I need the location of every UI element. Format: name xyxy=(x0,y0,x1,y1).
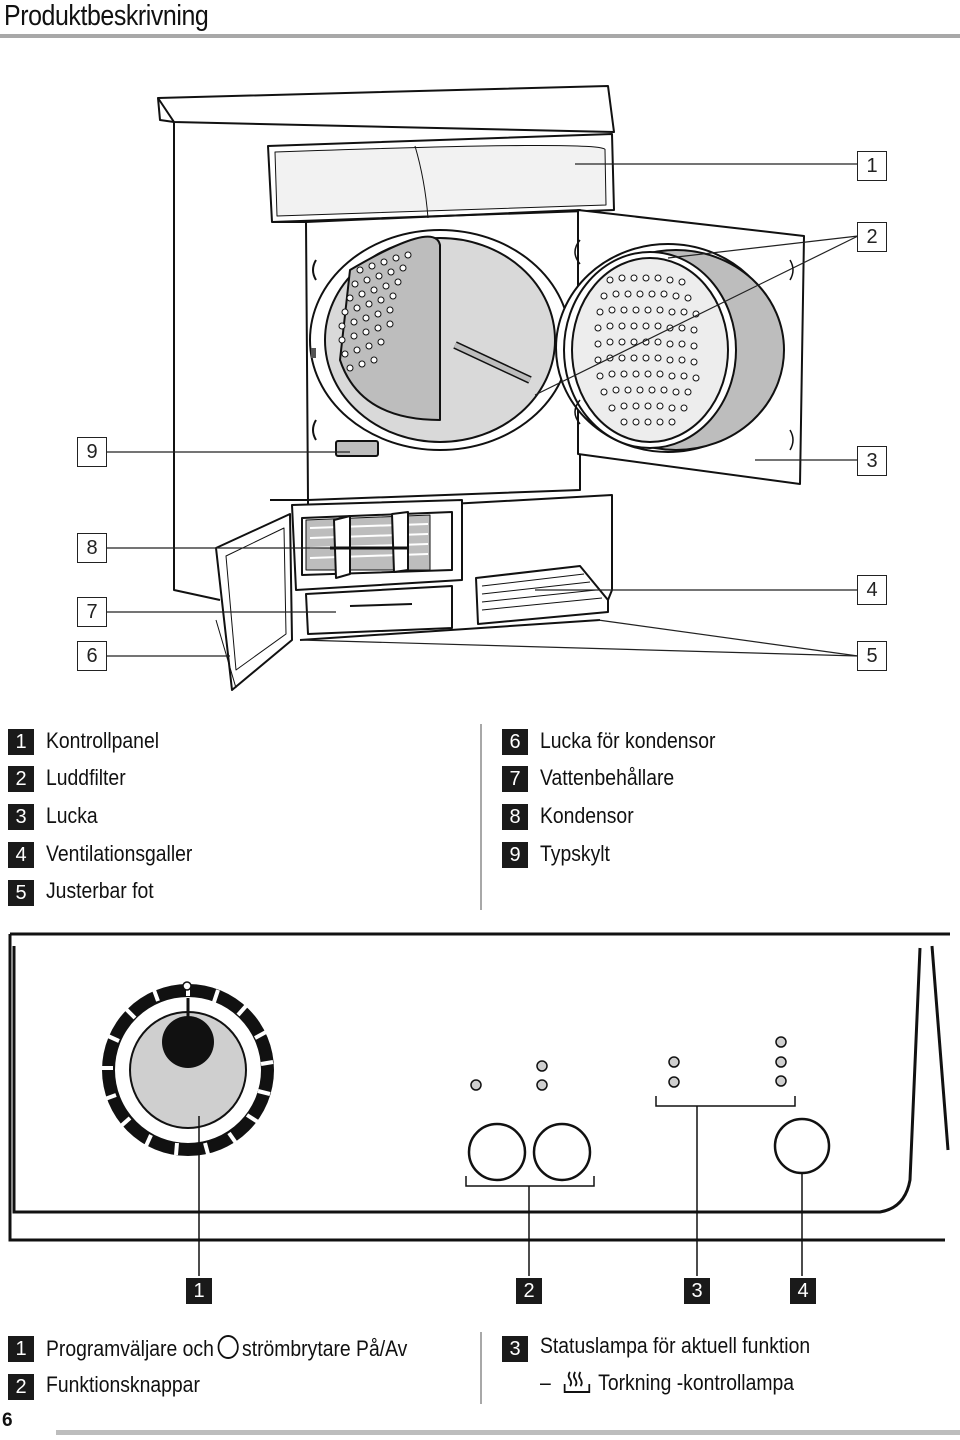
callout-8: 8 xyxy=(77,533,107,563)
legend-label: Typskylt xyxy=(540,841,610,866)
legend-badge: 2 xyxy=(8,766,34,792)
control-panel-illustration xyxy=(8,932,950,1276)
legend-divider xyxy=(480,1332,482,1404)
legend-badge: 7 xyxy=(502,766,528,792)
callout-9: 9 xyxy=(77,437,107,467)
legend-badge: 1 xyxy=(8,729,34,755)
legend-label: Kontrollpanel xyxy=(46,728,160,753)
callout-4: 4 xyxy=(857,575,887,605)
legend-label: Ventilationsgaller xyxy=(46,841,193,866)
legend-badge: 3 xyxy=(502,1336,528,1362)
legend-badge: 9 xyxy=(502,842,528,868)
callout-2: 2 xyxy=(857,222,887,252)
callout-1: 1 xyxy=(857,151,887,181)
panel-callout-2: 2 xyxy=(516,1278,542,1304)
legend-label: Statuslampa för aktuell funktion xyxy=(540,1333,811,1358)
legend-label: Luddfilter xyxy=(46,765,126,790)
legend-label: Vattenbehållare xyxy=(540,765,675,790)
panel-callout-4: 4 xyxy=(790,1278,816,1304)
dash: – xyxy=(540,1370,551,1395)
legend-divider xyxy=(480,724,482,910)
dryer-illustration xyxy=(105,85,859,691)
legend-label-part: Programväljare och xyxy=(46,1336,214,1361)
legend-badge: 4 xyxy=(8,842,34,868)
legend-label: Lucka för kondensor xyxy=(540,728,716,753)
legend-label: Lucka xyxy=(46,803,98,828)
legend-label: Funktionsknappar xyxy=(46,1372,200,1397)
power-circle-icon xyxy=(217,1335,239,1359)
panel-callout-3: 3 xyxy=(684,1278,710,1304)
callout-6: 6 xyxy=(77,641,107,671)
legend-badge: 6 xyxy=(502,729,528,755)
legend-label-part: Torkning -kontrollampa xyxy=(598,1370,795,1395)
page-title: Produktbeskrivning xyxy=(4,0,209,32)
legend-badge: 8 xyxy=(502,804,528,830)
panel-callout-1: 1 xyxy=(186,1278,212,1304)
legend-sublabel: – Torkning -kontrollampa xyxy=(540,1370,794,1396)
legend-badge: 2 xyxy=(8,1374,34,1400)
callout-5: 5 xyxy=(857,641,887,671)
title-divider xyxy=(0,34,960,38)
legend-badge: 5 xyxy=(8,880,34,906)
legend-label-programvaljare: Programväljare och strömbrytare På/Av xyxy=(46,1335,407,1362)
footer-divider xyxy=(56,1430,960,1435)
drying-heat-icon xyxy=(564,1371,591,1393)
legend-label: Justerbar fot xyxy=(46,878,154,903)
legend-badge: 3 xyxy=(8,804,34,830)
callout-3: 3 xyxy=(857,446,887,476)
page-number: 6 xyxy=(2,1410,13,1431)
legend-label-part: strömbrytare På/Av xyxy=(242,1336,408,1361)
legend-badge: 1 xyxy=(8,1336,34,1362)
callout-7: 7 xyxy=(77,597,107,627)
legend-label: Kondensor xyxy=(540,803,634,828)
